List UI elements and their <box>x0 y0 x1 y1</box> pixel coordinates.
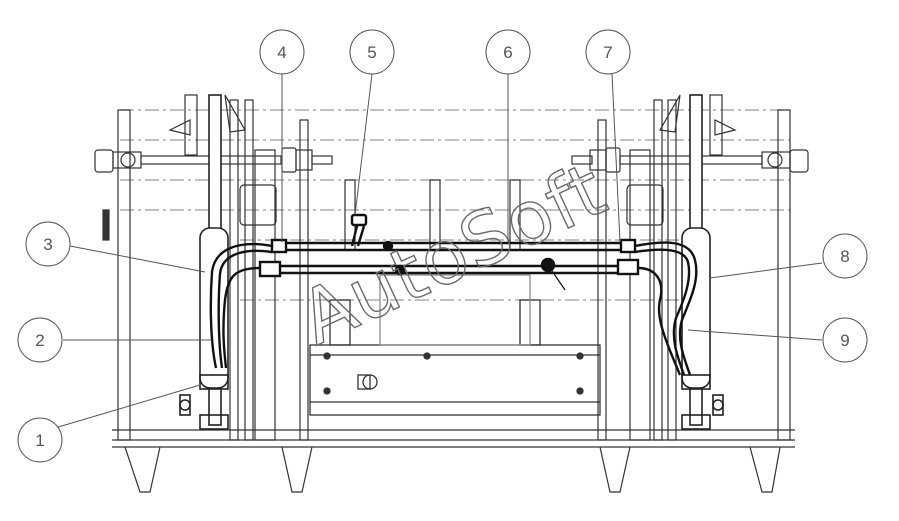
leader-lines <box>54 68 823 429</box>
hydraulic-lines <box>209 213 698 376</box>
callout-9-label: 9 <box>840 331 849 350</box>
callout-2-label: 2 <box>35 331 44 350</box>
callout-3-label: 3 <box>43 235 52 254</box>
callout-7-label: 7 <box>603 43 612 62</box>
callout-7: 7 <box>585 29 631 75</box>
callout-5: 5 <box>349 29 395 75</box>
callout-1: 1 <box>17 417 63 463</box>
frame-structure <box>94 94 809 493</box>
callout-4: 4 <box>259 29 305 75</box>
callout-3: 3 <box>25 221 71 267</box>
left-cylinder <box>179 94 229 430</box>
watermark: AutoSoft <box>287 146 620 363</box>
right-cylinder <box>681 94 724 430</box>
callout-5-label: 5 <box>367 43 376 62</box>
callout-2: 2 <box>17 317 63 363</box>
callout-8-label: 8 <box>840 247 849 266</box>
watermark-text: AutoSoft <box>287 146 619 362</box>
callout-9: 9 <box>822 317 868 363</box>
callout-6-label: 6 <box>503 43 512 62</box>
callout-4-label: 4 <box>277 43 286 62</box>
callout-8: 8 <box>822 233 868 279</box>
callout-1-label: 1 <box>35 431 44 450</box>
center-block <box>309 274 601 416</box>
callout-6: 6 <box>485 29 531 75</box>
callouts: 1 2 3 4 5 6 7 8 <box>17 29 868 463</box>
